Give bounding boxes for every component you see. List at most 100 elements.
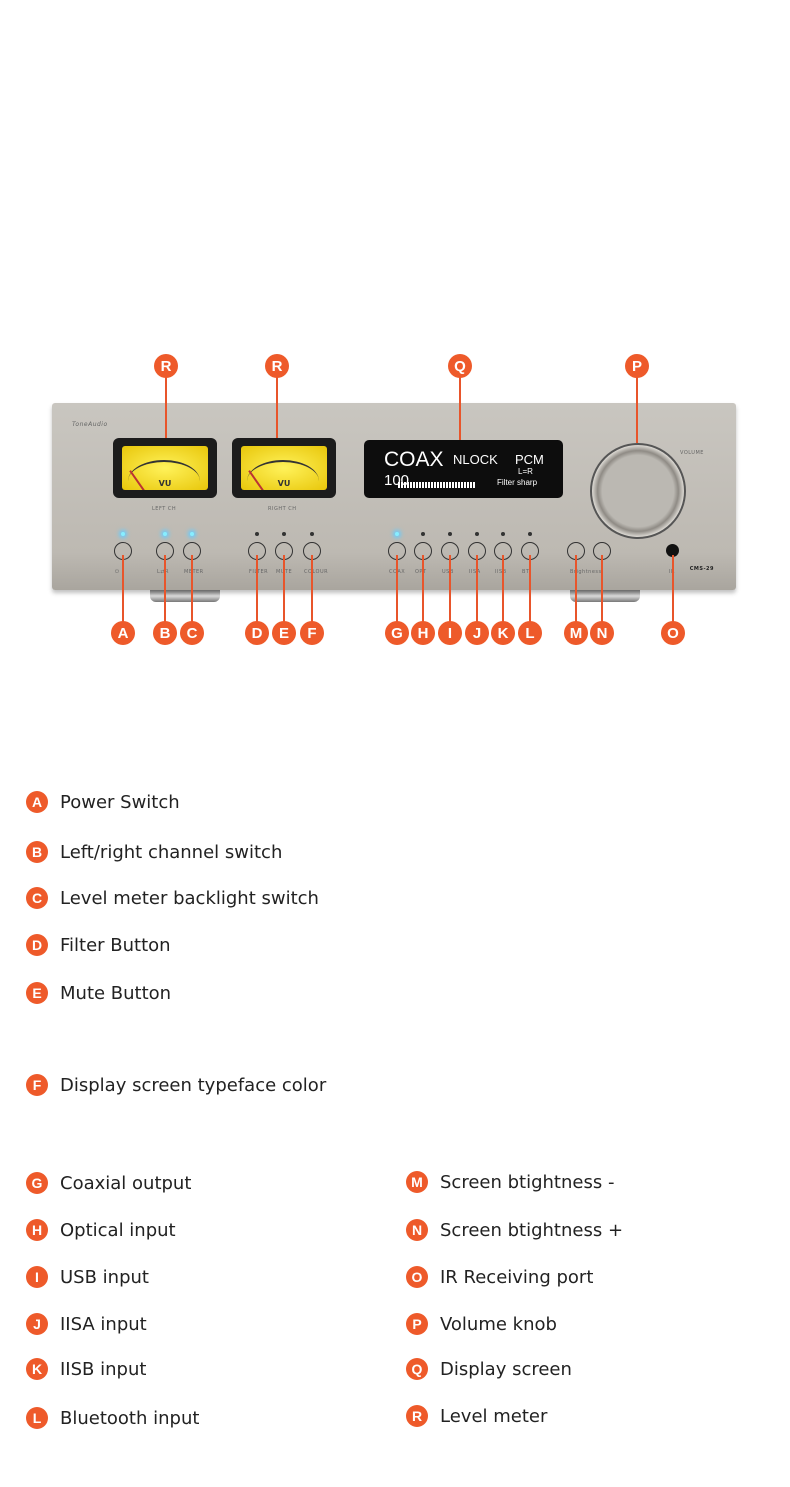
callout-line xyxy=(459,366,461,440)
level-meter-right: VU xyxy=(232,438,336,498)
display-source: COAX xyxy=(384,448,444,471)
legend-text: IISA input xyxy=(60,1313,147,1335)
indicator-led xyxy=(121,532,125,536)
legend-text: IISB input xyxy=(60,1358,147,1380)
legend-badge: K xyxy=(26,1358,48,1380)
indicator-led xyxy=(190,532,194,536)
display-channel: L=R xyxy=(518,467,533,476)
display-volume-bars xyxy=(398,482,475,488)
device-foot xyxy=(150,590,220,602)
model-label: CMS-29 xyxy=(689,566,714,572)
button-label: BT xyxy=(522,569,530,575)
callout-line xyxy=(276,366,278,438)
callout-m: M xyxy=(564,621,588,645)
callout-a: A xyxy=(111,621,135,645)
legend-text: Bluetooth input xyxy=(60,1407,200,1429)
legend-item-h: H Optical input xyxy=(26,1219,176,1241)
legend-text: Filter Button xyxy=(60,934,171,956)
legend-text: Display screen xyxy=(440,1358,572,1380)
callout-o: O xyxy=(661,621,685,645)
legend-badge: P xyxy=(406,1313,428,1335)
indicator-led xyxy=(421,532,425,536)
callout-line xyxy=(575,555,577,633)
indicator-led xyxy=(528,532,532,536)
legend-badge: Q xyxy=(406,1358,428,1380)
button-label: METER xyxy=(184,569,204,575)
volume-knob[interactable] xyxy=(590,443,686,539)
callout-k: K xyxy=(491,621,515,645)
callout-l: L xyxy=(518,621,542,645)
legend-text: Optical input xyxy=(60,1219,176,1241)
indicator-led xyxy=(475,532,479,536)
callout-n: N xyxy=(590,621,614,645)
legend-badge: R xyxy=(406,1405,428,1427)
callout-line xyxy=(601,555,603,633)
display-lock: NLOCK xyxy=(453,452,498,467)
legend-text: Level meter backlight switch xyxy=(60,887,319,909)
button-label: Brightness xyxy=(570,569,602,575)
callout-line xyxy=(476,555,478,633)
callout-h: H xyxy=(411,621,435,645)
button-label: USB xyxy=(442,569,454,575)
indicator-led xyxy=(163,532,167,536)
button-label: COLOUR xyxy=(304,569,329,575)
button-label: ⏻ xyxy=(115,569,120,575)
ir-label: IR xyxy=(669,569,675,575)
legend-badge: A xyxy=(26,791,48,813)
indicator-led xyxy=(501,532,505,536)
device-foot xyxy=(570,590,640,602)
callout-q: Q xyxy=(448,354,472,378)
vu-label: VU xyxy=(158,479,172,488)
legend-item-k: K IISB input xyxy=(26,1358,146,1380)
button-label: FILTER xyxy=(249,569,269,575)
callout-g: G xyxy=(385,621,409,645)
button-label: OPT xyxy=(415,569,427,575)
legend-item-q: Q Display screen xyxy=(406,1358,572,1380)
button-label: IISA xyxy=(469,569,481,575)
legend-badge: L xyxy=(26,1407,48,1429)
legend-badge: N xyxy=(406,1219,428,1241)
button-label: IISB xyxy=(495,569,507,575)
callout-line xyxy=(422,555,424,633)
legend-item-c: C Level meter backlight switch xyxy=(26,887,319,909)
level-meter-left: VU xyxy=(113,438,217,498)
callout-line xyxy=(164,555,166,633)
indicator-led xyxy=(282,532,286,536)
brand-logo: ToneAudio xyxy=(72,421,108,428)
meter-label-left: LEFT CH xyxy=(152,506,177,512)
legend-text: USB input xyxy=(60,1266,149,1288)
legend-item-l: L Bluetooth input xyxy=(26,1407,199,1429)
callout-b: B xyxy=(153,621,177,645)
callout-c: C xyxy=(180,621,204,645)
meter-label-right: RIGHT CH xyxy=(268,506,297,512)
indicator-led xyxy=(255,532,259,536)
legend-badge: C xyxy=(26,887,48,909)
legend-text: Screen btightness - xyxy=(440,1171,615,1193)
legend-text: IR Receiving port xyxy=(440,1266,594,1288)
callout-line xyxy=(396,555,398,633)
legend-badge: H xyxy=(26,1219,48,1241)
callout-line xyxy=(636,366,638,443)
callout-i: I xyxy=(438,621,462,645)
callout-line xyxy=(165,366,167,438)
callout-line xyxy=(502,555,504,633)
callout-line xyxy=(672,555,674,633)
callout-j: J xyxy=(465,621,489,645)
display-screen: COAX NLOCK PCM L=R 100 Filter sharp xyxy=(364,440,563,498)
vu-label: VU xyxy=(277,479,291,488)
legend-badge: F xyxy=(26,1074,48,1096)
volume-label: VOLUME xyxy=(680,450,704,456)
ir-receiver xyxy=(666,544,679,557)
indicator-led xyxy=(310,532,314,536)
